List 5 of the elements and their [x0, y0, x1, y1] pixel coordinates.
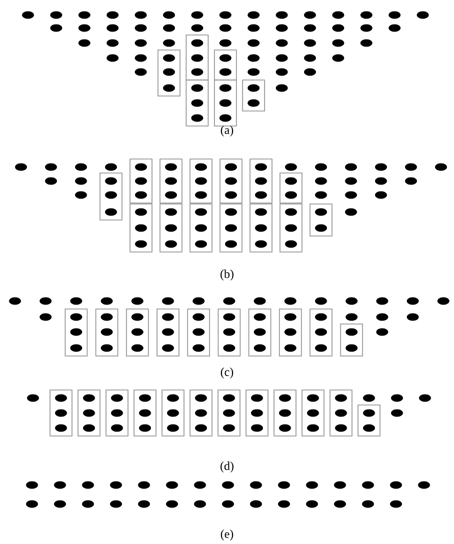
panel-label: (c)	[220, 368, 234, 378]
panel-label: (d)	[220, 462, 234, 472]
panel-label: (b)	[220, 270, 234, 280]
panel-label: (a)	[220, 126, 234, 136]
panel-label: (e)	[220, 530, 234, 540]
